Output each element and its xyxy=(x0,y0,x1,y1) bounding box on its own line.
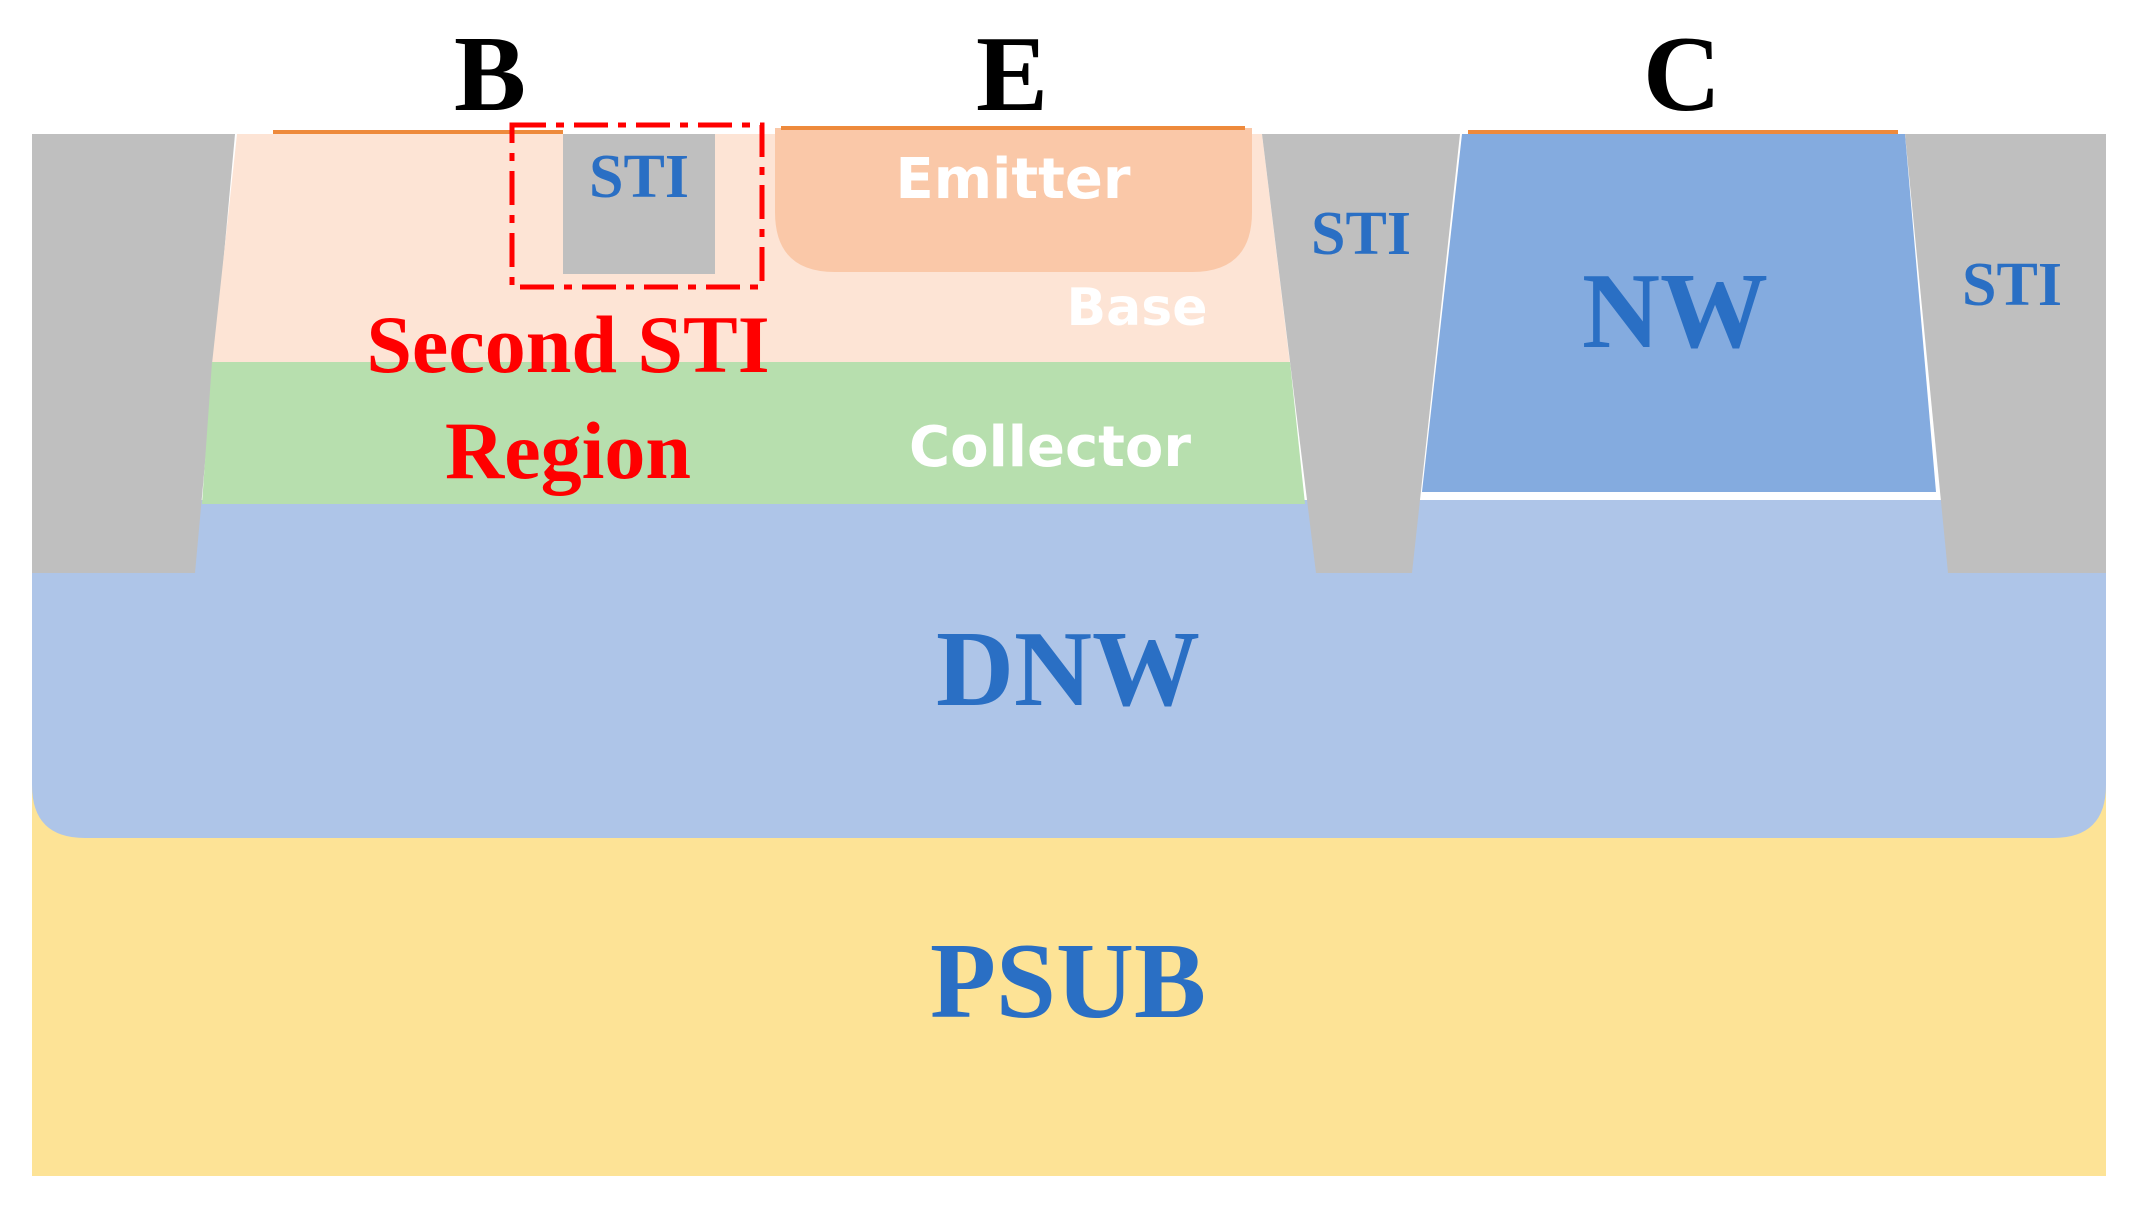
annotation-line1: Second STI xyxy=(366,299,769,390)
collector-region xyxy=(202,362,1305,504)
base-label: Base xyxy=(1067,278,1208,338)
psub-label: PSUB xyxy=(930,922,1206,1041)
terminal-e-label: E xyxy=(976,15,1048,134)
collector-contact xyxy=(1468,130,1898,134)
dnw-label: DNW xyxy=(936,610,1200,729)
collector-label: Collector xyxy=(909,415,1191,480)
sti-right-label: STI xyxy=(1962,251,2062,319)
sti-second-region xyxy=(563,134,715,274)
annotation-line2: Region xyxy=(445,405,691,496)
terminal-c-label: C xyxy=(1643,15,1721,134)
sti-middle-region xyxy=(1262,134,1460,573)
nw-label: NW xyxy=(1582,252,1768,371)
nw-region xyxy=(1422,134,1936,492)
sti-second-label: STI xyxy=(589,143,689,211)
terminal-b-label: B xyxy=(454,15,526,134)
dnw-region xyxy=(32,500,2106,838)
sti-middle-label: STI xyxy=(1311,200,1411,268)
psub-region xyxy=(32,780,2106,1176)
sti-left-region xyxy=(32,134,235,573)
second-sti-highlight-box xyxy=(509,122,765,290)
base-contact xyxy=(273,130,563,134)
sti-right-region xyxy=(1905,134,2106,573)
emitter-region xyxy=(775,128,1252,272)
emitter-contact xyxy=(781,126,1245,130)
emitter-label: Emitter xyxy=(896,147,1131,212)
